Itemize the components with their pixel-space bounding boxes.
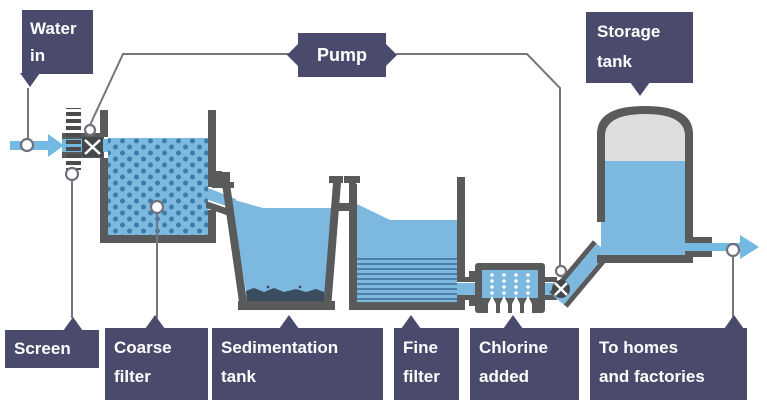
tank-headspace	[601, 113, 689, 161]
label-pump: Pump	[287, 33, 397, 77]
sediment-layer	[246, 288, 325, 303]
coarse-filter-tank	[100, 110, 238, 243]
filter-bed	[357, 255, 457, 302]
sedimentation-tank	[221, 172, 360, 310]
connector-circle-icon	[19, 137, 35, 153]
pointer-down-icon	[20, 73, 40, 87]
label-sedimentation-tank: Sedimentation tank	[212, 315, 383, 400]
label-text: added	[479, 367, 530, 386]
label-text: Sedimentation	[221, 338, 339, 357]
pointer-up-icon	[401, 315, 421, 329]
pointer-up-icon	[63, 317, 83, 331]
inflow-arrow-icon	[48, 134, 64, 157]
screen-grate	[66, 108, 81, 170]
connector-circle-icon	[554, 264, 568, 278]
connector-circle-icon	[64, 166, 80, 182]
label-storage-tank: Storage tank	[586, 12, 693, 96]
outlet-valve-icon	[552, 280, 570, 298]
storage-tank	[597, 106, 759, 263]
label-text: Pump	[316, 44, 367, 65]
label-text: Water	[30, 19, 77, 38]
chlorine-bubbles	[490, 273, 530, 295]
chlorine-injectors	[488, 296, 532, 313]
fine-filter-tank	[349, 177, 477, 310]
label-text: in	[30, 46, 46, 65]
valve-icon	[82, 137, 103, 157]
label-water-in: Water in	[20, 10, 93, 87]
pointer-up-icon	[503, 315, 523, 329]
pointer-down-icon	[630, 82, 650, 96]
pointer-up-icon	[145, 315, 165, 329]
label-to-homes: To homes and factories	[590, 315, 747, 400]
label-text: Chlorine	[479, 338, 548, 357]
label-text: To homes	[599, 338, 679, 357]
connector-circle-icon	[83, 123, 97, 137]
label-text: Coarse	[114, 338, 172, 357]
label-text: Storage	[597, 22, 661, 41]
label-text: Fine	[403, 338, 438, 357]
pump-line-right	[396, 53, 561, 268]
connector-circle-icon	[149, 199, 165, 215]
pump-line-left	[89, 53, 289, 126]
label-text: Screen	[14, 339, 71, 358]
pointer-up-icon	[279, 315, 299, 329]
connector-lines	[27, 53, 734, 318]
label-text: tank	[597, 52, 632, 71]
connector-nodes	[19, 123, 741, 278]
label-text: and factories	[599, 367, 705, 386]
outflow-arrow-icon	[740, 235, 759, 259]
pointer-right-icon	[386, 44, 397, 66]
label-fine-filter: Fine filter	[394, 315, 459, 400]
label-text: filter	[403, 367, 440, 386]
connector-circle-icon	[725, 242, 741, 258]
label-text: filter	[114, 367, 151, 386]
label-screen: Screen	[5, 317, 99, 368]
label-chlorine-added: Chlorine added	[470, 315, 579, 400]
pointer-left-icon	[287, 44, 298, 66]
pointer-up-icon	[724, 315, 744, 329]
label-coarse-filter: Coarse filter	[105, 315, 208, 400]
chlorine-unit	[475, 263, 557, 313]
label-text: tank	[221, 367, 256, 386]
